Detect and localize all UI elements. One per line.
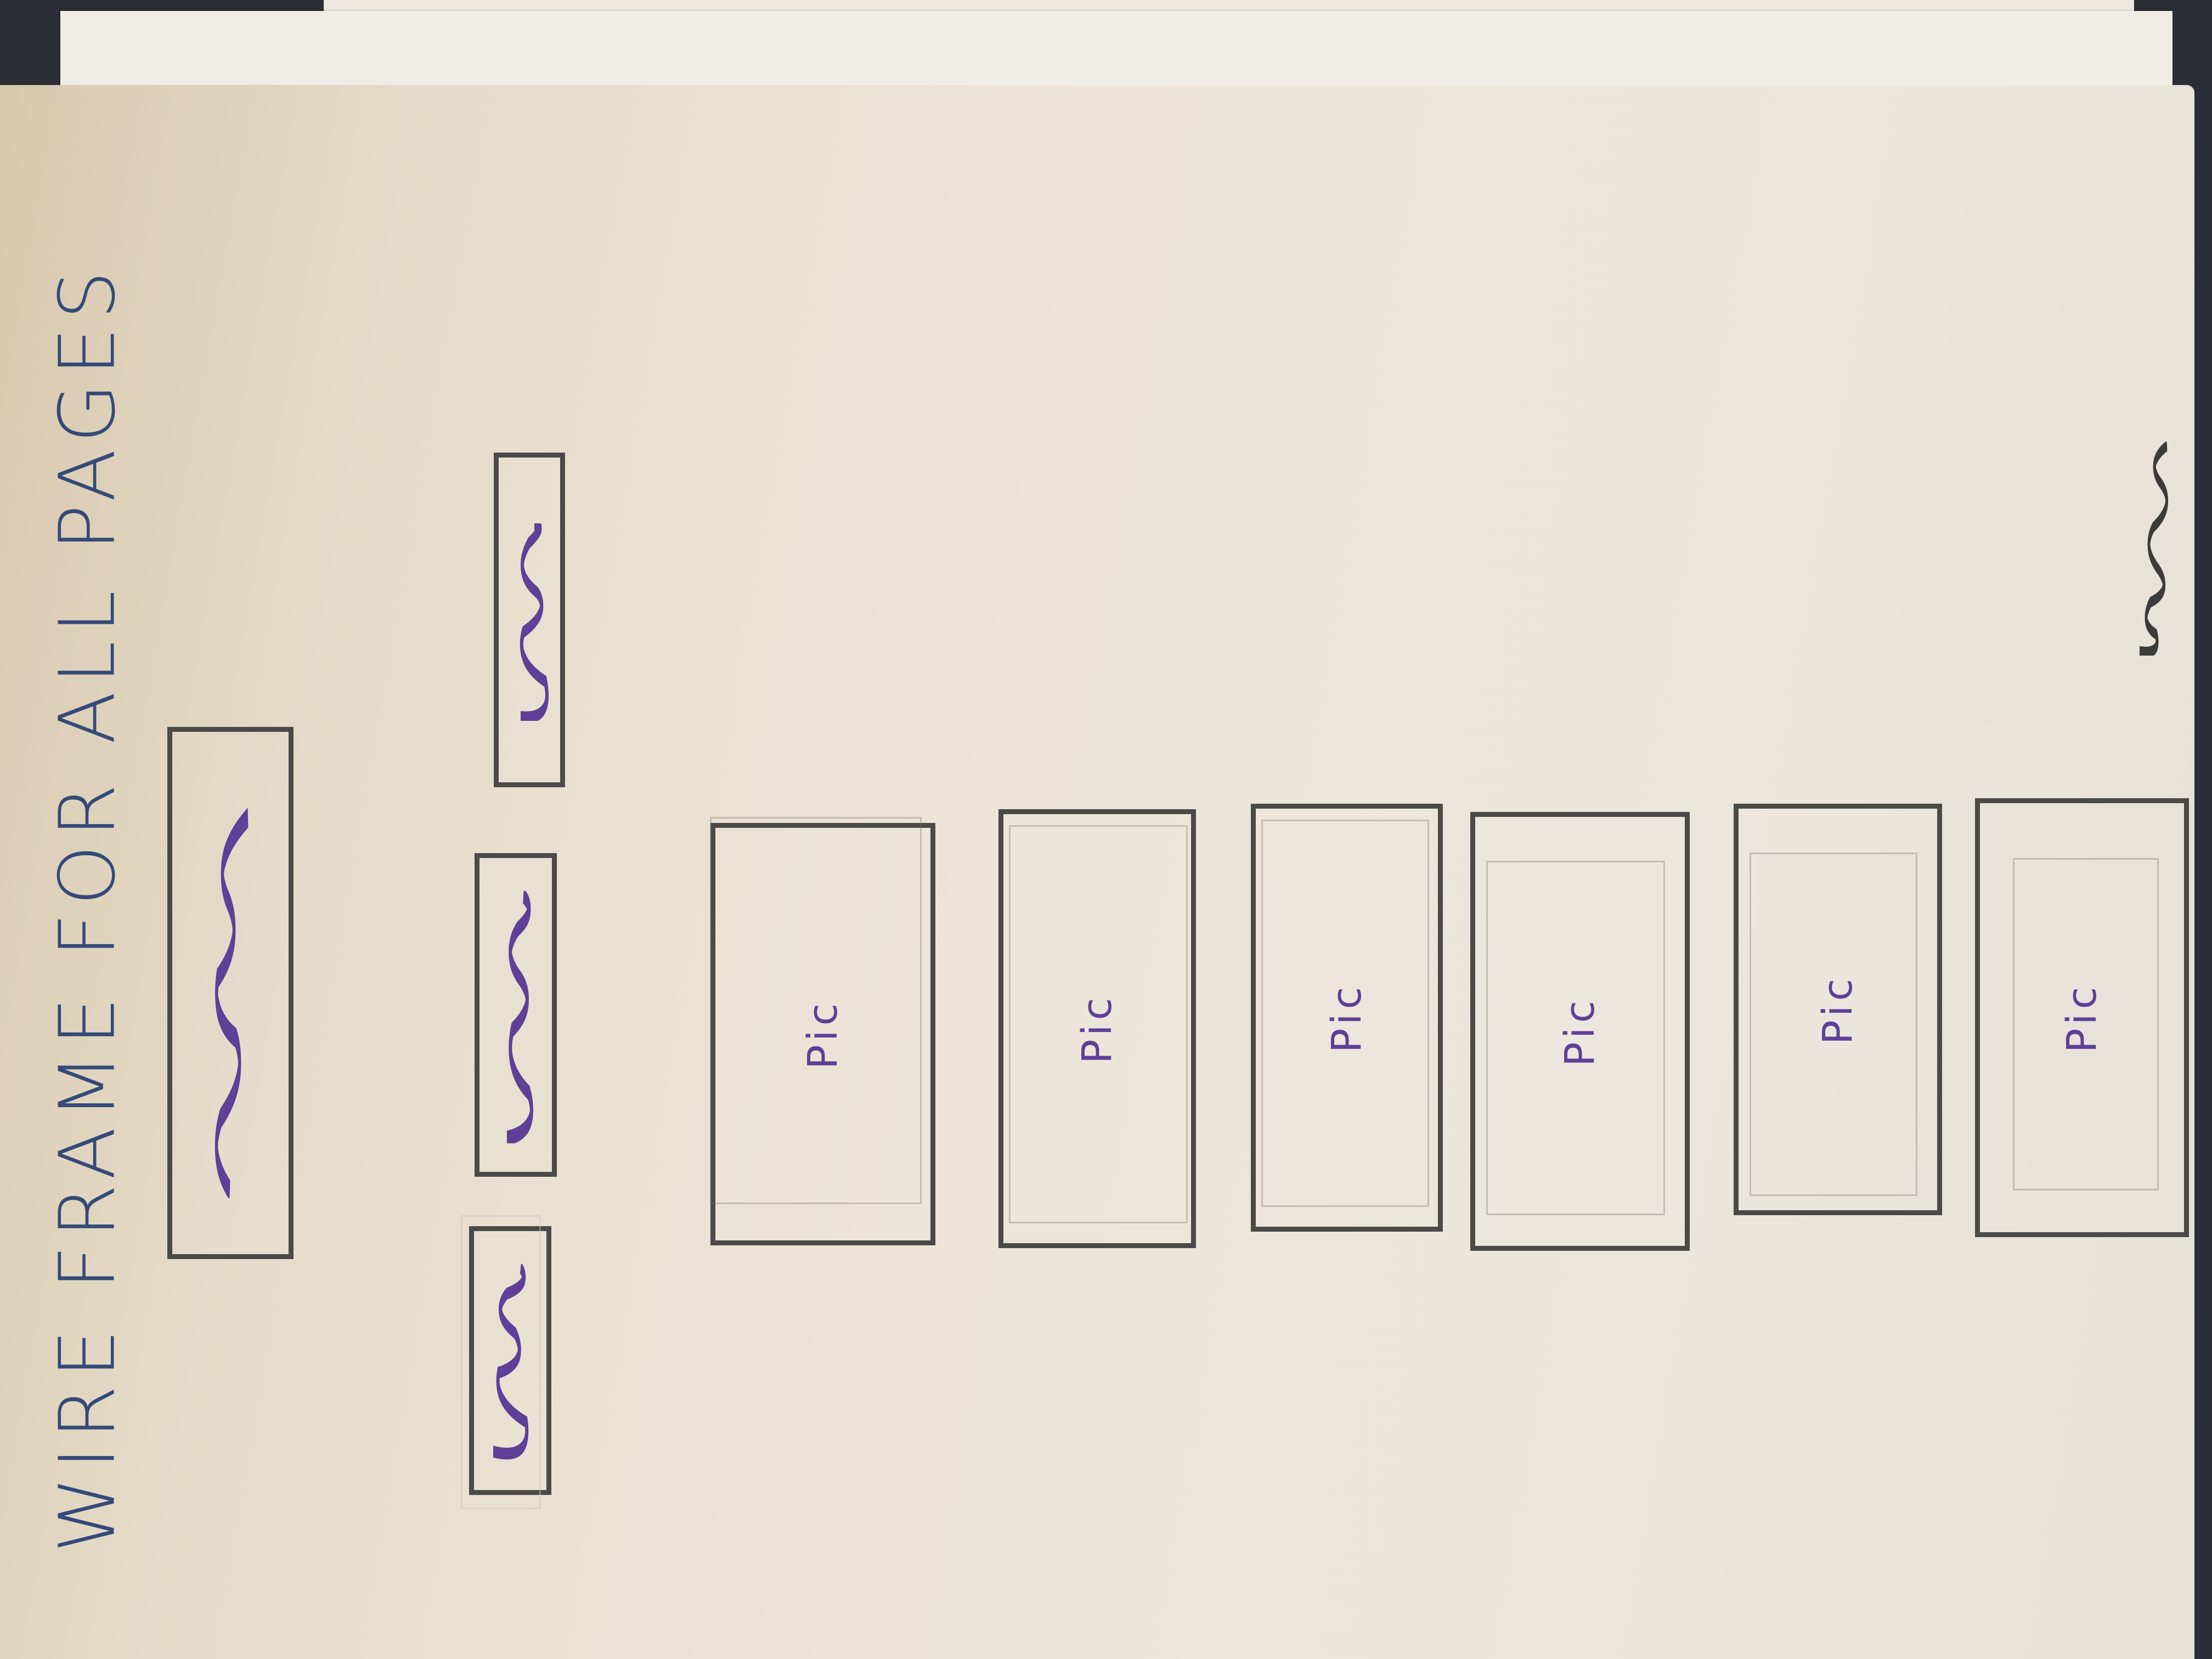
pencil-guide — [1261, 820, 1429, 1207]
picture-placeholder-4: Pic — [1470, 812, 1690, 1251]
signature-scribble — [2139, 442, 2169, 656]
picture-placeholder-1: Pic — [710, 817, 935, 1245]
paper-sheet: WIRE FRAME FOR ALL PAGES Pic Pic Pic — [0, 85, 2194, 1659]
scribble-text — [506, 891, 533, 1143]
scribble-text — [520, 523, 549, 721]
pic-label: Pic — [1556, 996, 1604, 1067]
picture-placeholder-2: Pic — [998, 809, 1196, 1248]
nav-button-left — [469, 1226, 551, 1495]
pencil-guide — [1486, 861, 1665, 1215]
header-placeholder-box — [167, 727, 294, 1259]
stacked-sheet-middle — [60, 11, 2172, 93]
picture-placeholder-3: Pic — [1251, 804, 1443, 1232]
scribble-text — [215, 808, 249, 1198]
pic-label: Pic — [2058, 982, 2106, 1053]
picture-placeholder-5: Pic — [1734, 804, 1942, 1215]
pencil-guide — [1009, 825, 1188, 1223]
page-heading: WIRE FRAME FOR ALL PAGES — [43, 263, 133, 1553]
pic-label: Pic — [1814, 974, 1861, 1045]
pencil-guide — [1750, 853, 1917, 1196]
nav-button-middle — [475, 853, 557, 1177]
scribble-text — [493, 1264, 529, 1460]
pencil-guide — [461, 1215, 541, 1509]
pencil-guide — [710, 817, 922, 1204]
pencil-guide — [2013, 858, 2159, 1190]
picture-placeholder-6: Pic — [1975, 798, 2189, 1237]
pic-label: Pic — [1323, 982, 1370, 1053]
pic-label: Pic — [799, 998, 847, 1070]
pic-label: Pic — [1074, 993, 1121, 1064]
nav-button-right — [494, 453, 565, 787]
